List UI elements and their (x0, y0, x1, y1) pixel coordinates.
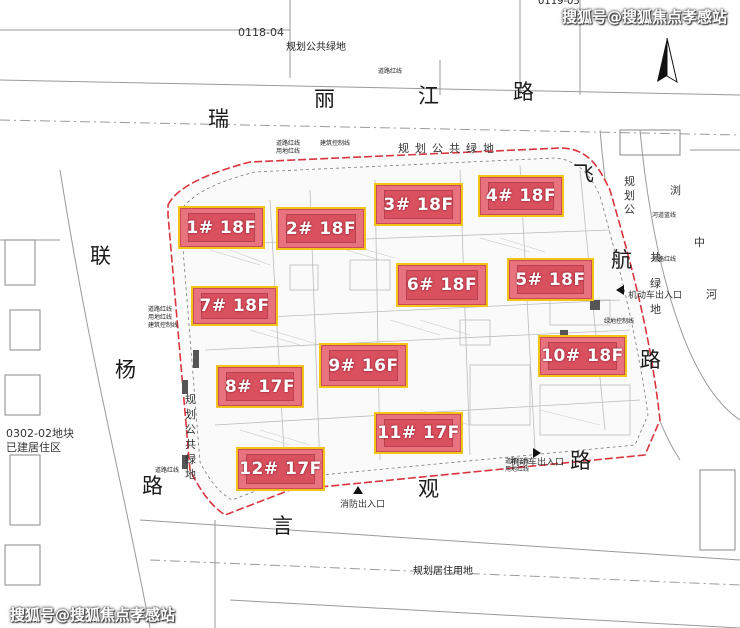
north-road-char-4: 路 (513, 80, 534, 104)
annotation-river-line: 河道蓝线 (652, 212, 677, 219)
west-road-char-2: 杨 (115, 358, 136, 382)
building-8: 8# 17F (216, 365, 304, 408)
building-11: 11# 17F (374, 412, 463, 454)
building-4: 4# 18F (478, 175, 564, 217)
annotation-road-red-line-n2: 道路红线 (276, 140, 301, 147)
south-vehicle-entrance: 机动车出入口 (510, 458, 565, 468)
east-green-part2: 共绿地 (650, 251, 661, 316)
annotation-road-red-line-south: 道路红线 (505, 458, 530, 465)
annotation-green-line: 绿地控制线 (604, 318, 635, 325)
building-1: 1# 18F (178, 206, 265, 249)
annotation-building-line-west: 建筑控制线 (148, 322, 179, 329)
ne-plot-code: 0119-05 (538, 0, 580, 7)
watermark-top-right: 搜狐号@搜狐焦点孝感站 (562, 8, 728, 26)
south-road-char-3: 路 (570, 449, 591, 473)
building-2: 2# 18F (276, 207, 366, 250)
annotation-land-red-line-n: 用地红线 (276, 148, 301, 155)
north-green-label: 规划公共绿地 (286, 42, 346, 53)
east-road-char-1: 飞 (573, 162, 594, 186)
watermark-bottom-left: 搜狐号@搜狐焦点孝感站 (10, 606, 176, 624)
south-fire-entrance: 消防出入口 (340, 500, 386, 510)
annotation-building-line-n: 建筑控制线 (320, 140, 351, 147)
east-road-char-2: 航 (611, 248, 632, 272)
north-road-char-1: 瑞 (208, 107, 229, 131)
building-3: 3# 18F (374, 183, 463, 226)
north-inner-green: 规划公共绿地 (398, 142, 500, 155)
east-vehicle-entrance: 机动车出入口 (628, 291, 683, 301)
west-road-char-3: 路 (142, 474, 163, 498)
building-6: 6# 18F (396, 263, 488, 307)
south-residential-label: 规划居住用地 (413, 566, 473, 577)
annotation-road-red-line-west: 道路红线 (148, 306, 173, 313)
east-river-label: 浏中河 (670, 184, 717, 301)
west-plot-code: 0302-02地块 (6, 427, 74, 440)
north-road-char-3: 江 (418, 84, 439, 108)
south-road-char-1: 言 (272, 514, 293, 538)
north-arrow-icon (657, 38, 678, 84)
north-road-char-2: 丽 (314, 87, 335, 111)
east-green-part1: 规划公 (624, 175, 635, 216)
annotation-land-red-line-west: 用地红线 (148, 314, 173, 321)
annotation-road-red-line-east: 道路红线 (652, 256, 677, 263)
annotation-road-red-line-north: 道路红线 (378, 68, 403, 75)
annotation-land-red-line-south: 用地红线 (505, 466, 530, 473)
east-road-char-3: 路 (640, 348, 661, 372)
west-plot-desc: 已建居住区 (6, 441, 61, 454)
south-road-char-2: 观 (418, 477, 439, 501)
building-12: 12# 17F (236, 447, 325, 491)
north-plot-code: 0118-04 (238, 26, 284, 39)
west-inner-green: 规划公共绿地 (185, 393, 196, 481)
west-road-char-1: 联 (90, 244, 111, 268)
building-10: 10# 18F (538, 335, 627, 377)
annotation-road-red-line-sw: 道路红线 (155, 467, 180, 474)
building-5: 5# 18F (507, 258, 594, 301)
building-7: 7# 18F (191, 286, 278, 326)
building-9: 9# 16F (319, 343, 408, 388)
